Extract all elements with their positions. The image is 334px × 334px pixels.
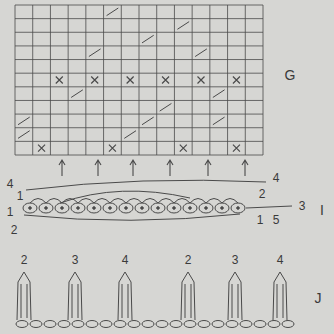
callout-number: 3: [72, 254, 79, 266]
figure-letter: I: [320, 203, 324, 217]
callout-number: 4: [7, 178, 14, 190]
callout-number: 2: [185, 254, 192, 266]
callout-number: 2: [11, 224, 18, 236]
callout-number: 1: [7, 206, 14, 218]
chart-grid: [15, 5, 263, 155]
stitch-row: [16, 272, 294, 328]
callout-number: 3: [299, 200, 306, 212]
callout-number: 3: [232, 254, 239, 266]
callout-number: 1: [17, 190, 24, 202]
loop-chain: [23, 180, 292, 220]
callout-number: 4: [122, 254, 129, 266]
callout-number: 4: [277, 254, 284, 266]
callout-number: 4: [273, 172, 280, 184]
callout-number: 2: [21, 254, 28, 266]
figure-letter: G: [285, 68, 296, 82]
callout-number: 5: [273, 214, 280, 226]
callout-number: 2: [259, 188, 266, 200]
figure-letter: J: [315, 291, 322, 305]
arrow-row: [59, 160, 248, 176]
callout-number: 1: [257, 214, 264, 226]
